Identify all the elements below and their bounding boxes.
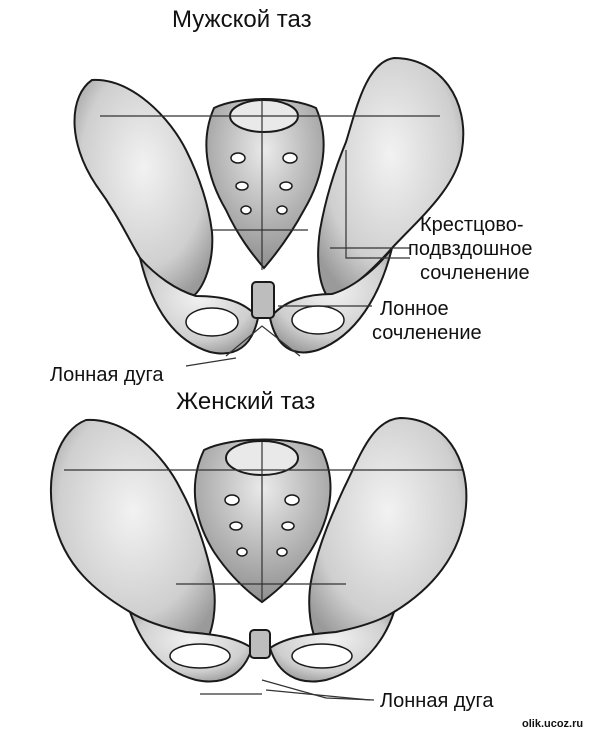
- female-right-obturator-foramen: [291, 643, 353, 669]
- male-sacral-foramina: [230, 152, 298, 215]
- symphysis-label-line-2: сочленение: [372, 322, 482, 344]
- female-sacrum: [193, 438, 332, 604]
- male-sacrum: [205, 98, 325, 270]
- sacroiliac-label-line-3: сочленение: [420, 262, 530, 284]
- symphysis-label-line-1: Лонное: [380, 298, 449, 320]
- male-pelvis: [73, 56, 465, 355]
- male-right-obturator-foramen: [291, 305, 345, 335]
- male-pubic-arch-label: Лонная дуга: [50, 364, 164, 386]
- sacroiliac-label-line-1: Крестцово-: [420, 214, 524, 236]
- watermark: olik.ucoz.ru: [522, 718, 584, 730]
- male-left-obturator-foramen: [185, 307, 239, 337]
- female-pubic-arch-label: Лонная дуга: [380, 690, 494, 712]
- female-left-obturator-foramen: [169, 643, 231, 669]
- female-pelvis-title: Женский таз: [176, 388, 316, 415]
- sacroiliac-label-line-2: подвздошное: [408, 238, 533, 260]
- female-sacral-foramina: [224, 494, 300, 557]
- female-symphysis: [249, 629, 271, 659]
- female-pelvis: [50, 416, 468, 683]
- female-measurement-lines: [64, 442, 462, 701]
- male-symphysis: [251, 281, 275, 319]
- male-measurement-lines: [100, 100, 440, 367]
- male-pelvis-title: Мужской таз: [172, 6, 312, 33]
